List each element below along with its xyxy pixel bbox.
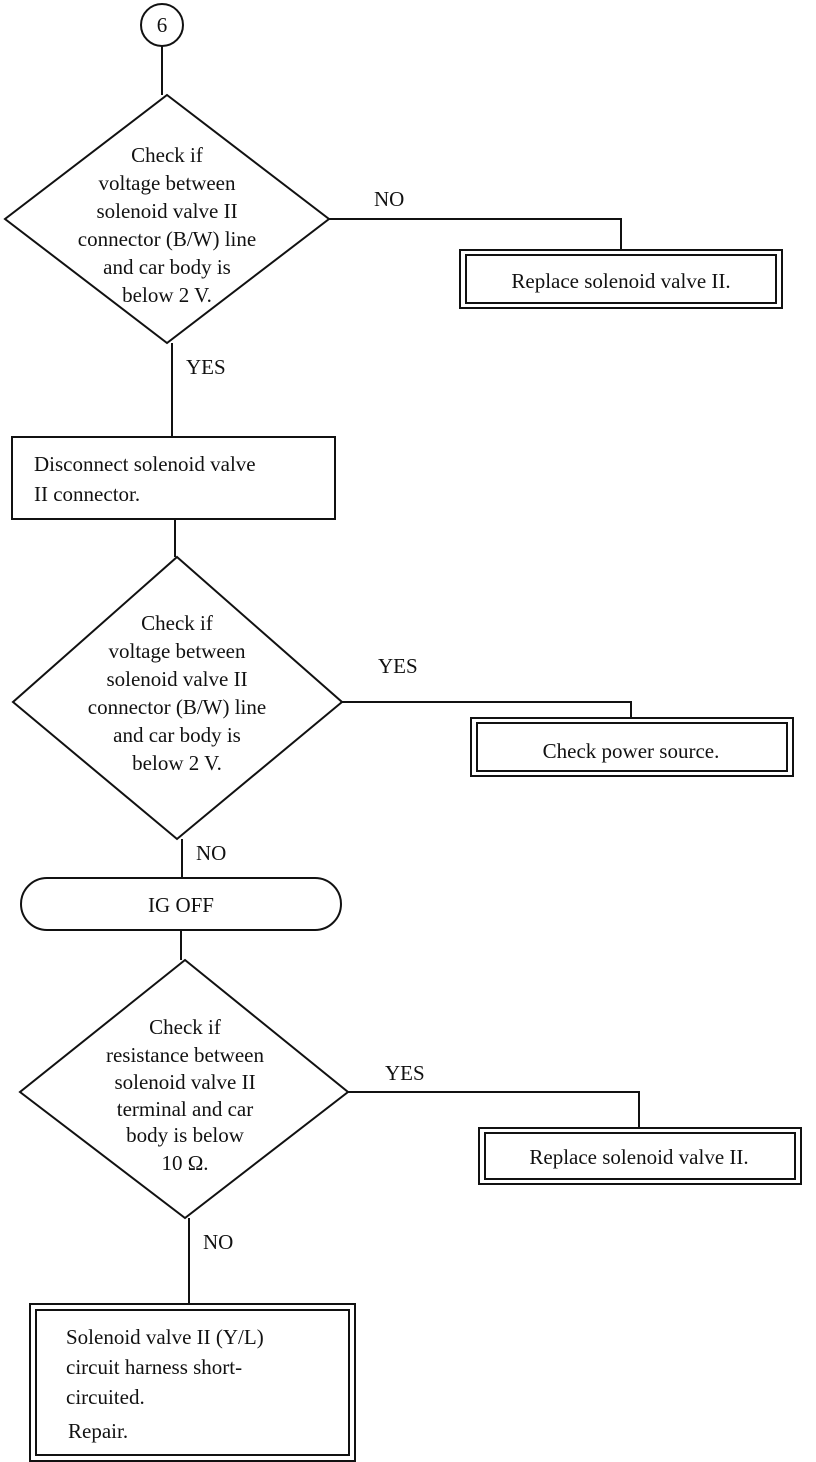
result-1-text: Replace solenoid valve II. <box>511 269 730 293</box>
decision-2-line: and car body is <box>113 723 241 747</box>
result-3-text: Replace solenoid valve II. <box>529 1145 748 1169</box>
result-1-box-inner <box>465 254 777 304</box>
result-2-box-inner <box>476 722 788 772</box>
decision-2-line: solenoid valve II <box>106 667 247 691</box>
decision-2-line: below 2 V. <box>132 751 222 775</box>
decision-3-text: Check if resistance between solenoid val… <box>106 1015 265 1175</box>
result-3-box-outer <box>478 1127 802 1185</box>
decision-1-line: and car body is <box>103 255 231 279</box>
decision-2-diamond <box>11 555 344 841</box>
decision-2-line: connector (B/W) line <box>88 695 266 719</box>
decision-2-yes-label: YES <box>378 654 418 678</box>
decision-1-no-connector <box>329 218 622 250</box>
decision-1-diamond <box>3 93 331 345</box>
ig-off-text: IG OFF <box>148 893 214 917</box>
decision-3-line: 10 Ω. <box>161 1151 208 1175</box>
decision-1-line: connector (B/W) line <box>78 227 256 251</box>
decision-2-no-label: NO <box>196 841 226 865</box>
decision-3-line: Check if <box>149 1015 221 1039</box>
decision-2-text: Check if voltage between solenoid valve … <box>88 611 266 775</box>
final-line: Repair. <box>68 1419 128 1443</box>
decision-1-line: voltage between <box>98 171 236 195</box>
decision-3-line: body is below <box>126 1123 245 1147</box>
decision-3-line: terminal and car <box>117 1097 253 1121</box>
decision-1-no-label: NO <box>374 187 404 211</box>
decision-2-yes-connector <box>342 701 632 718</box>
decision-3-line: resistance between <box>106 1043 265 1067</box>
decision-1-text: Check if voltage between solenoid valve … <box>78 143 256 307</box>
step-1-line: Disconnect solenoid valve <box>34 452 256 476</box>
result-3-box-inner <box>484 1132 796 1180</box>
decision-1-line: Check if <box>131 143 203 167</box>
decision-1-line: solenoid valve II <box>96 199 237 223</box>
decision-2-line: Check if <box>141 611 213 635</box>
decision-1-line: below 2 V. <box>122 283 212 307</box>
final-line: circuit harness short- <box>66 1355 242 1379</box>
result-2-box-outer <box>470 717 794 777</box>
decision-3-diamond <box>18 958 350 1220</box>
decision-3-yes-connector <box>348 1091 640 1128</box>
decision-2-line: voltage between <box>108 639 246 663</box>
decision-1-yes-label: YES <box>186 355 226 379</box>
decision-3-line: solenoid valve II <box>114 1070 255 1094</box>
decision-3-no-label: NO <box>203 1230 233 1254</box>
result-2-text: Check power source. <box>543 739 720 763</box>
result-1-box-outer <box>459 249 783 309</box>
final-line: circuited. <box>66 1385 145 1409</box>
final-line: Solenoid valve II (Y/L) <box>66 1325 264 1349</box>
connector-label: 6 <box>157 13 168 37</box>
final-box-inner <box>35 1309 350 1456</box>
decision-3-yes-label: YES <box>385 1061 425 1085</box>
step-1-box <box>11 436 336 520</box>
final-box-outer <box>29 1303 356 1462</box>
step-1-line: II connector. <box>34 482 140 506</box>
